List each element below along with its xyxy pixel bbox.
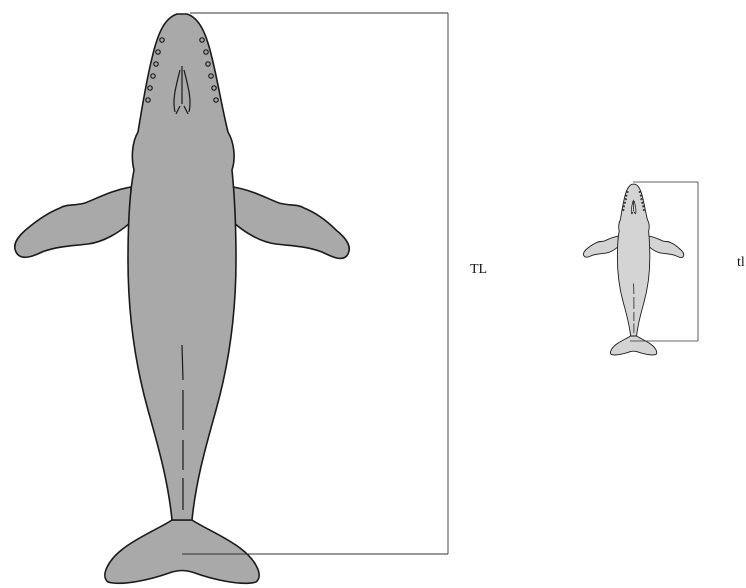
whale-large: [15, 14, 350, 583]
total-length-label-small: tl: [737, 256, 745, 270]
whale-small: [583, 184, 683, 355]
total-length-label-large: TL: [470, 263, 487, 277]
